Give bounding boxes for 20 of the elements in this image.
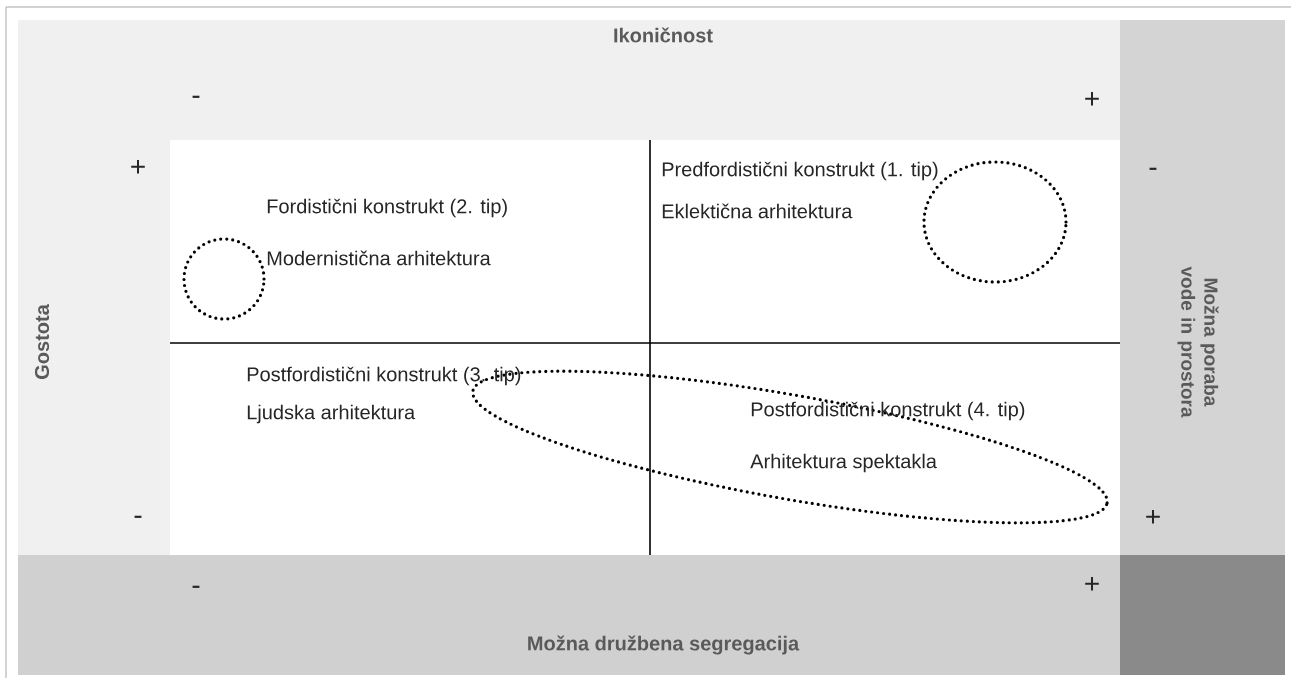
quadrant-label: Fordistični konstrukt (2. tip)	[267, 198, 507, 218]
axis-title: Možna družbena segregacija	[528, 635, 800, 655]
quadrant-label: Postfordistični konstrukt (3. tip)	[247, 366, 521, 386]
sign-symbol: +	[1085, 91, 1099, 106]
sign-symbol: +	[1085, 576, 1099, 591]
sign-symbol: -	[192, 95, 200, 98]
quadrant-label: Ljudska arhitektura	[247, 404, 416, 424]
sign-symbol: -	[134, 515, 142, 518]
quadrant-label: Predfordistični konstrukt (1. tip)	[662, 161, 938, 181]
sign-symbol: +	[131, 159, 145, 174]
quadrant-label: Postfordistični konstrukt (4. tip)	[751, 401, 1025, 421]
dotted-circle	[182, 237, 266, 321]
axis-title: Gostota	[34, 304, 50, 379]
axis-title: Ikoničnost	[614, 27, 713, 43]
axis-title: Možna poraba vode in prostora	[1177, 266, 1219, 418]
sign-symbol: -	[1149, 167, 1157, 170]
quadrant-label: Eklektična arhitektura	[662, 203, 853, 219]
sign-symbol: +	[1146, 509, 1160, 524]
sign-symbol: -	[192, 585, 200, 588]
quadrant-label: Arhitektura spektakla	[750, 453, 937, 473]
